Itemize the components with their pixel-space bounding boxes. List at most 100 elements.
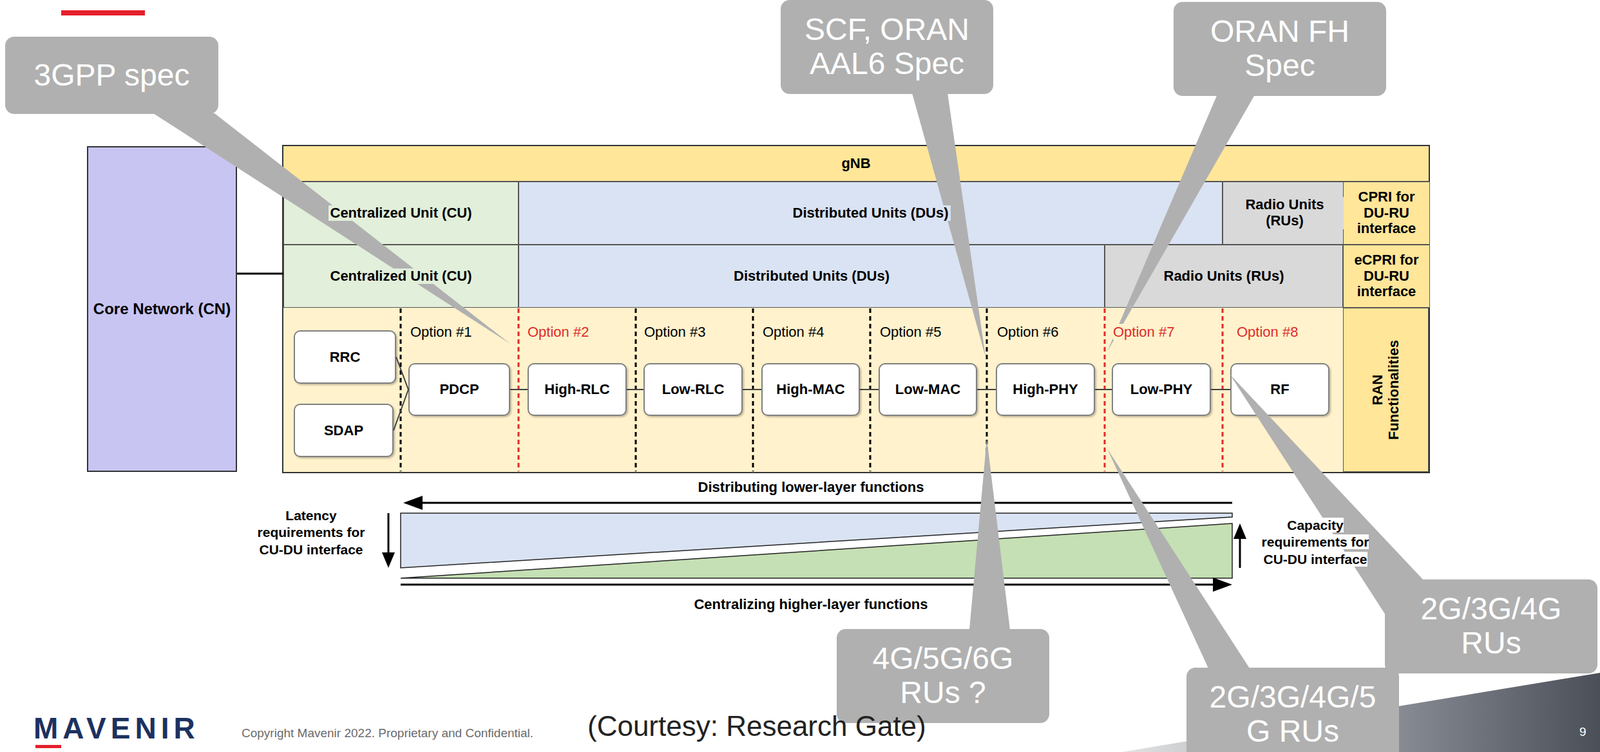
connector-line	[396, 357, 409, 391]
arrow-line	[387, 513, 390, 554]
box-label: Centralized Unit (CU)	[328, 268, 475, 285]
axis-label: Distributing lower-layer functions	[698, 479, 925, 496]
label-holder: Option #3	[644, 323, 706, 341]
callout-box: 4G/5G/6G RUs ?	[836, 629, 1050, 724]
option-label: Option #2	[527, 323, 589, 341]
label-holder: Option #2	[527, 323, 589, 341]
callout-pointers	[153, 79, 1424, 669]
label-holder: Option #7	[1113, 323, 1175, 341]
callout-box: 2G/3G/4G/5 G RUs	[1186, 667, 1400, 752]
label-holder: Option #1	[410, 323, 472, 341]
arrow-head	[381, 552, 395, 569]
callout-box: SCF, ORAN AAL6 Spec	[780, 0, 994, 95]
box-label: High-PHY	[1012, 381, 1078, 399]
callout-pointer	[1107, 79, 1264, 352]
callout-pointer	[969, 438, 1010, 630]
box-label: PDCP	[439, 381, 479, 399]
function-box: High-RLC	[527, 363, 627, 417]
function-box: Low-MAC	[878, 363, 978, 417]
connector-line	[977, 389, 996, 391]
label-holder: Copyright Mavenir 2022. Proprietary and …	[241, 726, 534, 742]
callout-text: ORAN FH Spec	[1186, 14, 1374, 84]
label-holder: Option #6	[997, 323, 1059, 341]
box-label: Distributed Units (DUs)	[731, 268, 892, 285]
box-label: gNB	[841, 155, 871, 172]
box-label: RRC	[329, 349, 361, 366]
callout-pointer	[908, 79, 986, 357]
split-line	[635, 308, 638, 472]
core-network-box: Core Network (CN)	[86, 146, 238, 473]
gnb-header-band: gNB	[283, 146, 1429, 182]
function-box: Low-PHY	[1111, 363, 1211, 417]
arrow-head	[403, 495, 423, 511]
connector-line	[626, 389, 644, 391]
split-line	[400, 308, 402, 472]
box-label: eCPRI for DU-RU interface	[1343, 252, 1430, 301]
box-label: Low-MAC	[895, 381, 961, 399]
box-label: Radio Units (RUs)	[1161, 268, 1287, 285]
arrow-head	[1233, 523, 1247, 540]
callout-text: SCF, ORAN AAL6 Spec	[793, 12, 981, 82]
label-holder: Latency requirements for CU-DU interface	[252, 507, 370, 559]
unit-cell: Centralized Unit (CU)	[283, 244, 519, 308]
arrow-line	[1239, 538, 1242, 569]
label-holder: Centralizing higher-layer functions	[617, 596, 1005, 614]
connector-line	[1210, 389, 1231, 391]
function-box: RF	[1230, 363, 1330, 417]
label-holder: Option #8	[1236, 323, 1298, 341]
axis-label: Latency requirements for CU-DU interface	[257, 508, 366, 558]
label-holder: MAVENIR	[33, 711, 200, 747]
function-box: PDCP	[408, 363, 511, 417]
capacity-wedge	[400, 523, 1233, 579]
functionality-cell: RAN Functionalities	[1342, 307, 1429, 473]
gnb-box: gNB Centralized Unit (CU) Distributed Unit…	[283, 146, 1429, 473]
label-holder: (Courtesy: Research Gate)	[587, 709, 927, 744]
unit-cell: Distributed Units (DUs)	[518, 181, 1223, 245]
option-label: Option #8	[1236, 323, 1298, 341]
function-box: SDAP	[293, 403, 394, 458]
page-number: 9	[1579, 725, 1587, 739]
callout-pointer	[153, 113, 511, 344]
box-label: RAN Functionalities	[1370, 330, 1402, 451]
axis-label: Capacity requirements for CU-DU interfac…	[1261, 517, 1370, 567]
option-label: Option #3	[644, 323, 706, 341]
logo-underline	[35, 745, 62, 749]
callout-pointer	[1107, 448, 1250, 669]
split-line	[869, 308, 872, 472]
arrow-line	[419, 502, 1233, 505]
box-label: Low-PHY	[1130, 381, 1193, 399]
unit-cell: Radio Units (RUs)	[1104, 244, 1343, 308]
box-label: Distributed Units (DUs)	[790, 205, 951, 222]
function-box: High-MAC	[761, 363, 860, 417]
option-label: Option #7	[1113, 323, 1175, 341]
box-label: Core Network (CN)	[93, 300, 231, 319]
edge-group	[237, 273, 1231, 431]
label-holder: Option #5	[879, 323, 942, 341]
unit-cell: Distributed Units (DUs)	[518, 244, 1105, 308]
function-box: High-PHY	[995, 363, 1096, 417]
callout-text: 2G/3G/4G/5 G RUs	[1199, 680, 1387, 750]
unit-cell: Radio Units (RUs)	[1222, 181, 1347, 245]
box-label: Centralized Unit (CU)	[328, 205, 475, 222]
box-label: CPRI for DU-RU interface	[1343, 189, 1430, 238]
split-lines	[400, 308, 1223, 472]
option-label: Option #6	[997, 323, 1059, 341]
callout-box: ORAN FH Spec	[1173, 1, 1387, 96]
split-line	[1104, 308, 1106, 472]
box-label: Low-RLC	[662, 381, 725, 399]
callout-box: 2G/3G/4G RUs	[1384, 579, 1598, 674]
arrow-line	[400, 584, 1215, 587]
latency-wedge	[400, 513, 1233, 569]
accent-bar	[61, 10, 145, 16]
label-holder: 9	[1579, 725, 1587, 741]
axis-label: Centralizing higher-layer functions	[693, 596, 928, 613]
split-line	[1221, 308, 1224, 472]
callout-text: 2G/3G/4G RUs	[1397, 592, 1585, 661]
connector-line	[393, 389, 409, 431]
split-line	[517, 308, 520, 472]
label-holder: Option #4	[762, 323, 824, 341]
callout-text: 4G/5G/6G RUs ?	[849, 642, 1037, 711]
function-box: RRC	[293, 330, 397, 384]
